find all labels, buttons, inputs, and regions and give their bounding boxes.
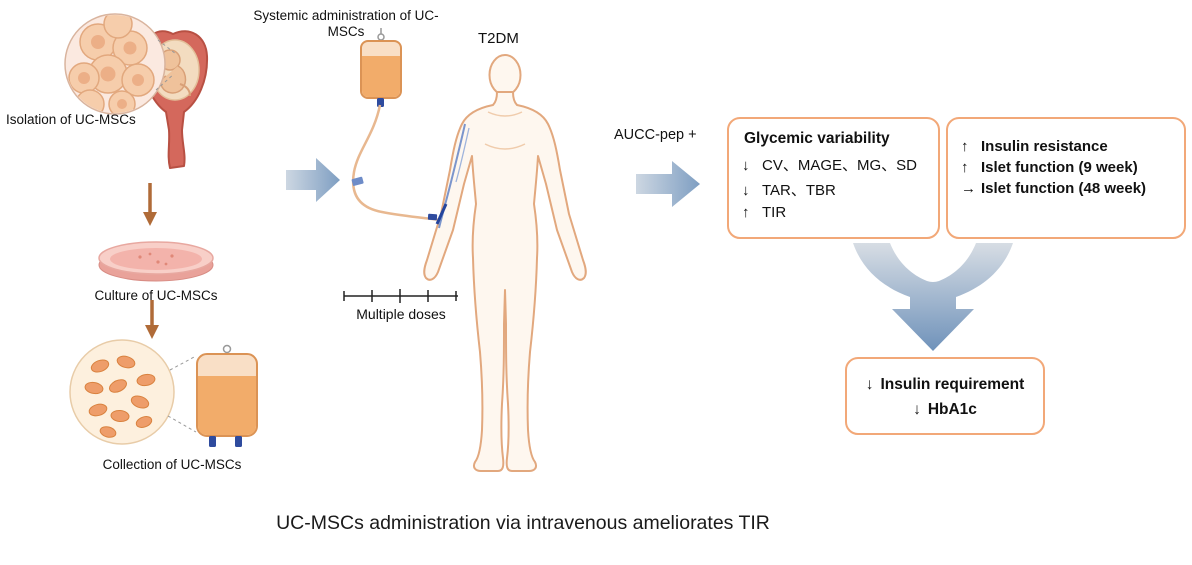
cells-zoom-with-bag-icon	[69, 339, 258, 447]
outcome-text: Islet function (9 week)	[981, 159, 1138, 176]
direction-arrow: →	[961, 180, 976, 197]
uterus-with-cells-zoom-icon	[64, 13, 209, 169]
outcome-line: ↓ Insulin requirement	[860, 376, 1030, 394]
outcome-text: Insulin resistance	[981, 138, 1108, 155]
administration-title: Systemic administration of UC-MSCs	[253, 8, 439, 40]
direction-arrow: ↓	[742, 157, 750, 174]
direction-arrow: ↓	[913, 401, 921, 418]
collection-label: Collection of UC-MSCs	[102, 457, 242, 472]
doses-label: Multiple doses	[356, 306, 446, 322]
outcome-text: Insulin requirement	[880, 376, 1025, 393]
final-outcome-box: ↓ Insulin requirement ↓ HbA1c	[845, 357, 1045, 435]
patient-label: T2DM	[478, 30, 519, 47]
outcome-text: HbA1c	[927, 401, 977, 418]
outcome-text: CV、MAGE、MG、SD	[762, 157, 918, 174]
outcome-text: Islet function (48 week)	[981, 180, 1147, 197]
down-arrow-icon	[145, 300, 159, 339]
outcome-line: ↓ CV、MAGE、MG、SD	[742, 154, 925, 175]
direction-arrow: ↑	[742, 204, 750, 221]
outcome-line: ↑ Islet function (9 week)	[961, 159, 1171, 176]
isolation-label: Isolation of UC-MSCs	[6, 112, 136, 127]
aucc-pep-label: AUCC-pep +	[614, 127, 697, 143]
direction-arrow: ↓	[742, 182, 750, 199]
block-arrow-icon	[286, 158, 340, 202]
petri-dish-icon	[98, 241, 214, 282]
islet-function-box: ↑ Insulin resistance ↑ Islet function (9…	[946, 117, 1186, 239]
glycemic-variability-box: Glycemic variability ↓ CV、MAGE、MG、SD ↓ T…	[727, 117, 940, 239]
human-body-illustration	[423, 54, 587, 472]
culture-label: Culture of UC-MSCs	[94, 288, 218, 303]
block-arrow-icon	[636, 161, 700, 207]
outcome-text: TIR	[762, 204, 787, 221]
outcome-line: ↑ TIR	[742, 204, 925, 221]
iv-tube-icon	[351, 104, 441, 222]
down-arrow-icon	[143, 183, 157, 226]
direction-arrow: ↑	[961, 159, 969, 176]
outcome-line: ↓ HbA1c	[860, 401, 1030, 419]
outcome-line: ↓ TAR、TBR	[742, 179, 925, 200]
glycemic-box-title: Glycemic variability	[744, 130, 890, 147]
direction-arrow: ↓	[865, 376, 874, 393]
timeline-ticks-icon	[343, 289, 458, 303]
outcome-text: TAR、TBR	[762, 182, 836, 199]
outcome-line: ↑ Insulin resistance	[961, 138, 1171, 155]
figure-caption: UC-MSCs administration via intravenous a…	[276, 512, 770, 534]
direction-arrow: ↑	[961, 138, 969, 155]
merge-arrow-icon	[853, 243, 1013, 351]
iv-infusion-bag-icon	[360, 28, 402, 107]
outcome-line: → Islet function (48 week)	[961, 180, 1171, 197]
